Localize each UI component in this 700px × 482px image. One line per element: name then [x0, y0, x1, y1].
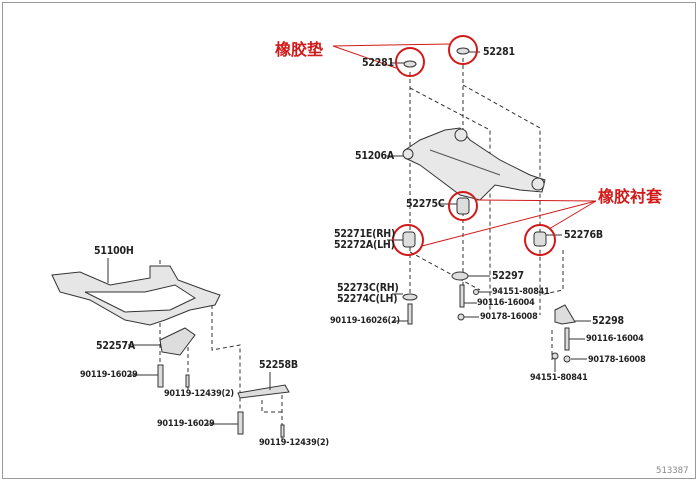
leader-lines — [107, 51, 591, 440]
part-label-52298: 52298 — [592, 315, 624, 327]
part-label-90119-12439-b: 90119-12439(2) — [259, 438, 329, 448]
part-label-94151-80841-b: 94151-80841 — [530, 373, 588, 383]
part-label-52276B: 52276B — [564, 229, 603, 241]
part-label-90119-16029-b: 90119-16029 — [157, 419, 215, 429]
small-parts-drawing — [157, 47, 576, 438]
part-label-51206A: 51206A — [355, 150, 394, 162]
part-label-90119-12439-a: 90119-12439(2) — [164, 389, 234, 399]
rubber-bushing-annotation: 橡胶衬套 — [598, 187, 663, 206]
part-label-52273C: 52273C(RH) — [337, 282, 399, 294]
part-label-90119-16026: 90119-16026(2) — [330, 316, 400, 326]
highlight-circles — [392, 35, 556, 256]
part-label-52274C: 52274C(LH) — [337, 293, 398, 305]
diagram-code: 513387 — [656, 466, 689, 476]
part-label-90178-16008-b: 90178-16008 — [588, 355, 646, 365]
part-label-90178-16008-a: 90178-16008 — [480, 312, 538, 322]
part-label-52275C: 52275C — [406, 198, 445, 210]
part-label-52271E: 52271E(RH) — [334, 228, 396, 240]
part-label-94151-80841-a: 94151-80841 — [492, 287, 550, 297]
part-label-52258B: 52258B — [259, 359, 298, 371]
rubber-pad-annotation: 橡胶垫 — [275, 40, 324, 59]
part-label-90119-16029-a: 90119-16029 — [80, 370, 138, 380]
part-label-51100H: 51100H — [94, 245, 134, 257]
part-label-52297: 52297 — [492, 270, 524, 282]
part-label-90116-16004-b: 90116-16004 — [586, 334, 644, 344]
part-label-90116-16004-a: 90116-16004 — [477, 298, 535, 308]
part-label-52281-right: 52281 — [483, 46, 515, 58]
part-label-52272A: 52272A(LH) — [334, 239, 395, 251]
rear-subframe-drawing — [402, 127, 546, 201]
part-label-52281-left: 52281 — [362, 57, 394, 69]
part-label-52257A: 52257A — [96, 340, 135, 352]
front-subframe-drawing — [51, 265, 221, 326]
assembly-guide-lines — [159, 58, 564, 440]
highlight-leaders — [332, 43, 597, 247]
